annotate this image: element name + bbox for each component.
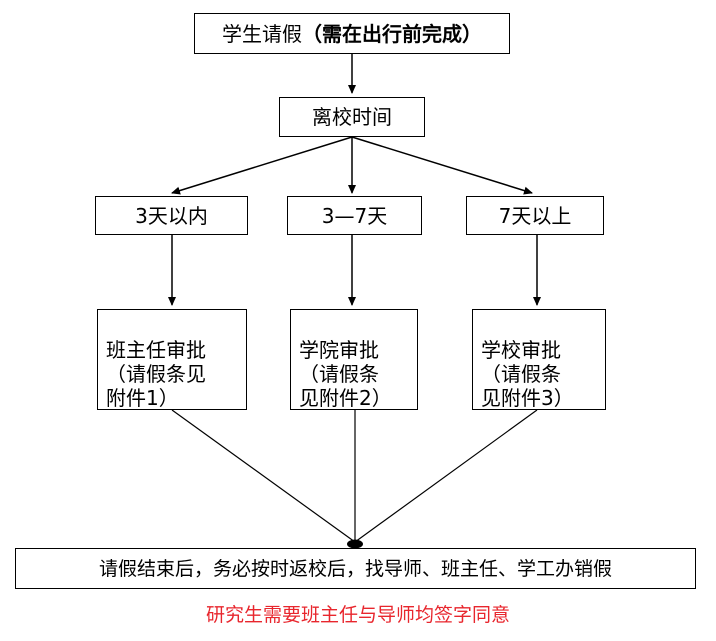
duration-3days: 3天以内 bbox=[95, 196, 248, 235]
school-approval: 学校审批 （请假条 见附件3） bbox=[472, 309, 606, 410]
start-label: 学生请假 bbox=[222, 21, 302, 46]
end-node: 请假结束后，务必按时返校后，找导师、班主任、学工办销假 bbox=[15, 548, 696, 589]
merge-dot bbox=[347, 539, 363, 549]
duration-7days-label: 7天以上 bbox=[498, 203, 572, 228]
start-label-bold: （需在出行前完成） bbox=[302, 21, 482, 46]
school-approval-label: 学校审批 （请假条 见附件3） bbox=[481, 338, 574, 410]
start-node: 学生请假（需在出行前完成） bbox=[194, 13, 510, 54]
end-node-label: 请假结束后，务必按时返校后，找导师、班主任、学工办销假 bbox=[98, 557, 612, 580]
line-school-approval-to-merge bbox=[354, 409, 538, 543]
time-node-label: 离校时间 bbox=[312, 105, 392, 129]
duration-3-7days-label: 3—7天 bbox=[321, 203, 388, 228]
time-node: 离校时间 bbox=[279, 97, 425, 137]
college-approval: 学院审批 （请假条 见附件2） bbox=[290, 309, 418, 410]
arrow-time-to-7days bbox=[351, 136, 533, 195]
requirement-note: 研究生需要班主任与导师均签字同意 bbox=[205, 604, 510, 626]
line-class-approval-to-merge bbox=[171, 409, 356, 543]
duration-3-7days: 3—7天 bbox=[287, 196, 422, 235]
arrow-time-to-3days bbox=[171, 136, 353, 195]
class-teacher-approval-label: 班主任审批 （请假条见 附件1） bbox=[106, 338, 206, 410]
college-approval-label: 学院审批 （请假条 见附件2） bbox=[299, 338, 392, 410]
class-teacher-approval: 班主任审批 （请假条见 附件1） bbox=[97, 309, 247, 410]
duration-7days: 7天以上 bbox=[466, 196, 604, 235]
duration-3days-label: 3天以内 bbox=[135, 203, 208, 228]
